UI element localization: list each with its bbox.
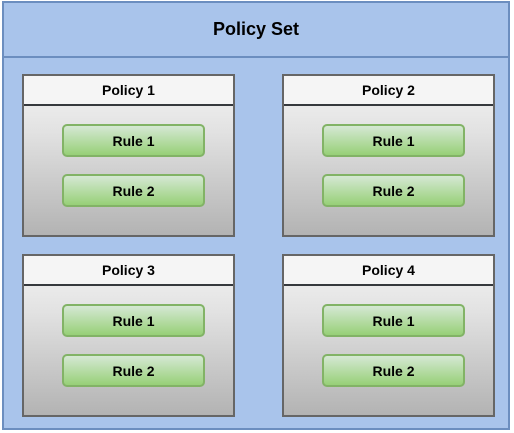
rule-2: Rule 2: [322, 174, 465, 207]
rule-1: Rule 1: [62, 304, 205, 337]
policy-title: Policy 4: [284, 256, 493, 286]
rule-2: Rule 2: [62, 354, 205, 387]
policy-3: Policy 3 Rule 1 Rule 2: [22, 254, 235, 417]
policy-2: Policy 2 Rule 1 Rule 2: [282, 74, 495, 237]
policy-set-title: Policy Set: [4, 3, 508, 58]
rule-1: Rule 1: [62, 124, 205, 157]
rule-1: Rule 1: [322, 304, 465, 337]
rule-2: Rule 2: [322, 354, 465, 387]
policy-1: Policy 1 Rule 1 Rule 2: [22, 74, 235, 237]
rule-2: Rule 2: [62, 174, 205, 207]
policy-4: Policy 4 Rule 1 Rule 2: [282, 254, 495, 417]
policy-title: Policy 2: [284, 76, 493, 106]
rule-1: Rule 1: [322, 124, 465, 157]
policy-title: Policy 1: [24, 76, 233, 106]
policy-set-container: Policy Set Policy 1 Rule 1 Rule 2 Policy…: [2, 1, 510, 430]
policy-title: Policy 3: [24, 256, 233, 286]
